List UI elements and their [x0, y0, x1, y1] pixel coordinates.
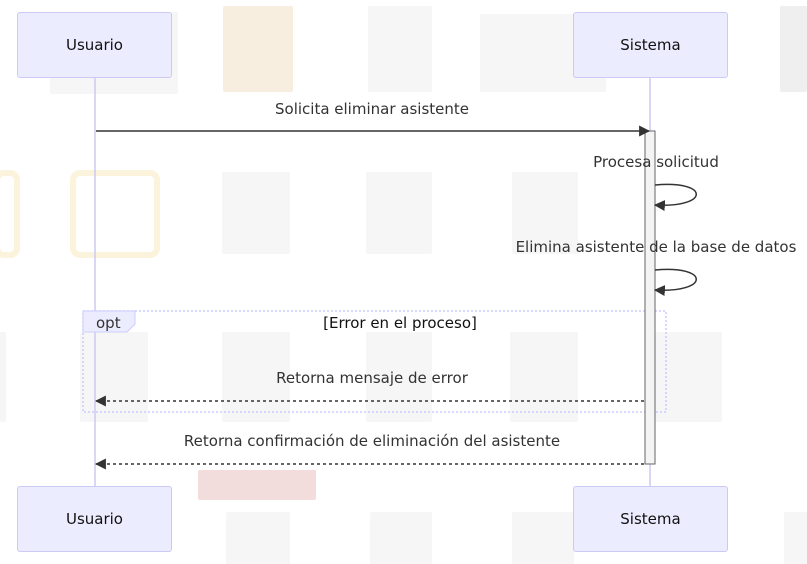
background-thumbnail: [510, 332, 578, 422]
message-label: Retorna mensaje de error: [276, 369, 468, 387]
message-label: Retorna confirmación de eliminación del …: [183, 432, 561, 450]
background-thumbnail: [784, 512, 807, 564]
background-thumbnail: [512, 172, 578, 254]
background-thumbnail: [368, 6, 432, 92]
opt-fragment-condition: [Error en el proceso]: [323, 314, 477, 332]
background-thumbnail: [70, 170, 160, 258]
background-thumbnail: [222, 332, 290, 422]
participant-usuario-top: Usuario: [17, 12, 172, 78]
opt-fragment: [82, 310, 667, 413]
background-thumbnail: [226, 512, 290, 564]
message-label: Solicita eliminar asistente: [275, 100, 469, 118]
background-thumbnail: [223, 6, 293, 92]
self-message-label: Elimina asistente de la base de datos: [515, 238, 797, 256]
opt-fragment-tab: [82, 310, 136, 333]
background-thumbnail: [80, 332, 148, 422]
participant-sistema-top: Sistema: [573, 12, 728, 78]
background-thumbnail: [366, 332, 432, 422]
background-thumbnail: [366, 172, 432, 254]
background-thumbnail: [0, 170, 20, 258]
self-message-arrow: [653, 268, 697, 297]
opt-fragment-keyword: opt: [96, 314, 121, 332]
participant-usuario-bottom: Usuario: [17, 486, 172, 552]
self-message-label: Procesa solicitud: [593, 153, 719, 171]
background-thumbnail: [780, 6, 807, 92]
background-thumbnail: [0, 332, 6, 422]
participant-sistema-bottom: Sistema: [573, 486, 728, 552]
background-thumbnail: [222, 172, 290, 254]
self-message-arrow: [653, 183, 697, 212]
activation-bar: [644, 130, 656, 465]
background-thumbnail: [512, 512, 574, 564]
background-thumbnail: [198, 470, 316, 500]
background-thumbnail: [370, 512, 432, 564]
